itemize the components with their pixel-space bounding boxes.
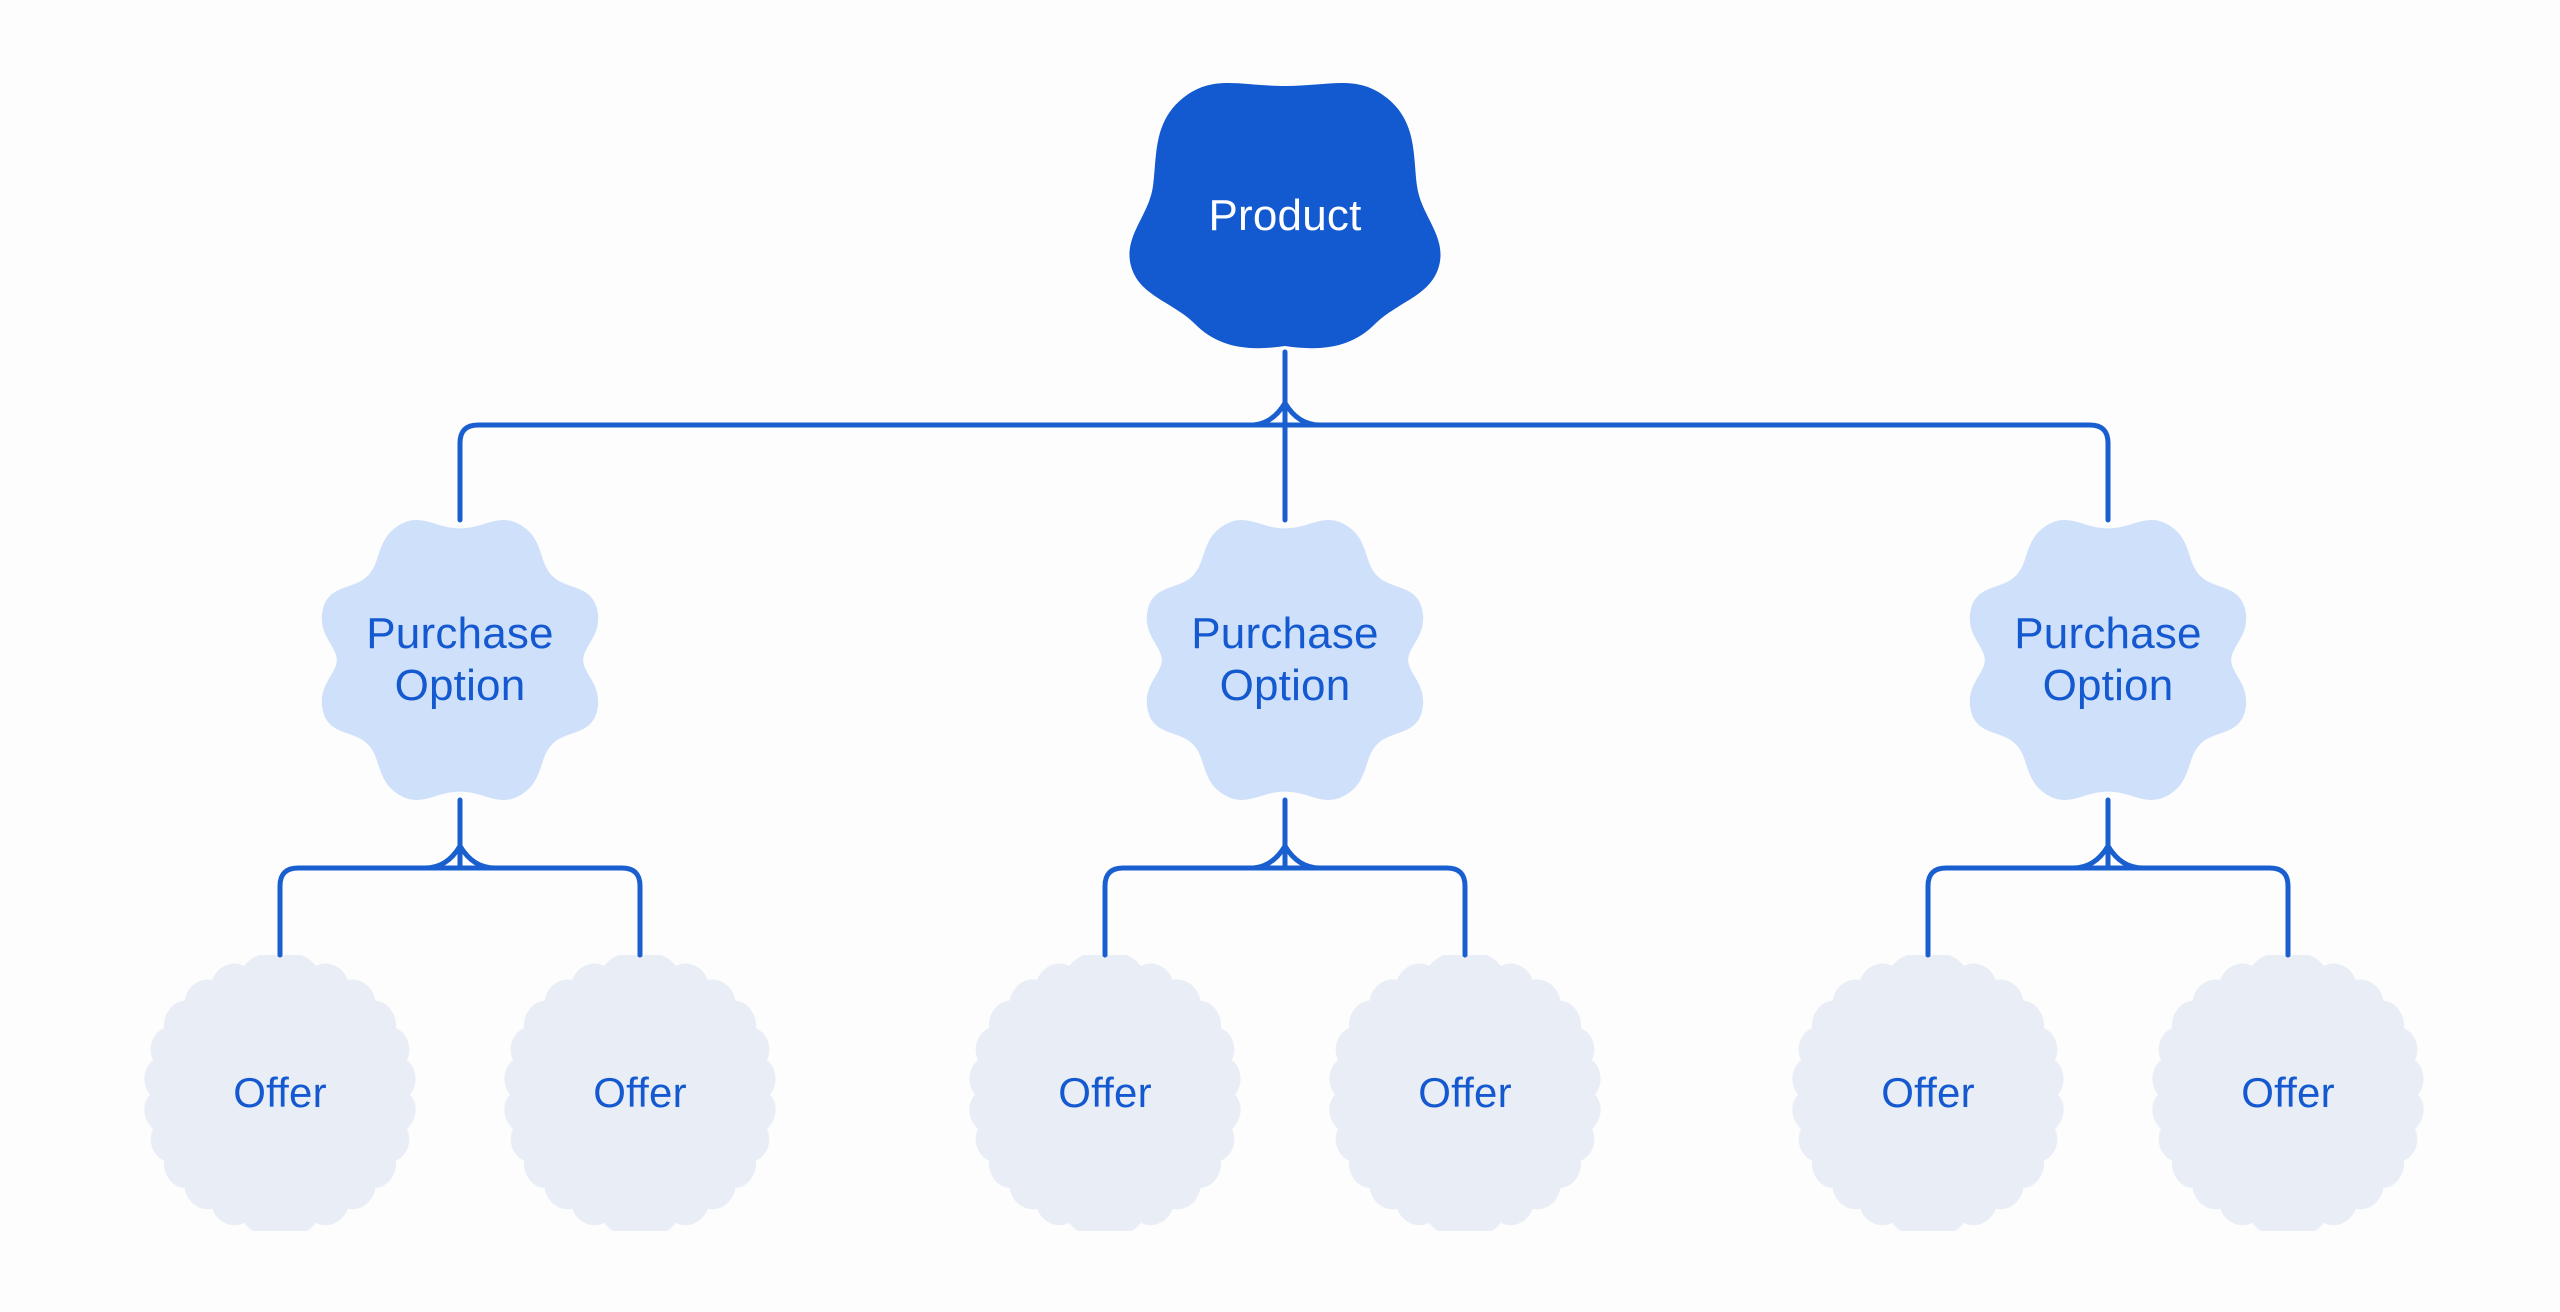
node-purchase-option-3-label: Purchase Option <box>2014 609 2202 710</box>
node-purchase-option-3[interactable]: Purchase Option <box>1968 520 2248 800</box>
node-purchase-option-1[interactable]: Purchase Option <box>320 520 600 800</box>
node-purchase-option-1-label: Purchase Option <box>366 609 554 710</box>
edge-option1-fillet-left <box>422 843 463 871</box>
node-offer-2-label: Offer <box>593 1069 687 1117</box>
offer-blob-shape <box>1792 955 2064 1231</box>
node-offer-4-label: Offer <box>1418 1069 1512 1117</box>
edge-option3-bracket <box>1925 865 2291 963</box>
edge-option1-bracket <box>277 865 643 963</box>
node-offer-4[interactable]: Offer <box>1327 955 1603 1231</box>
edge-option1-fillet-right <box>457 843 498 871</box>
purchase-option-blob-shape <box>321 520 599 800</box>
node-purchase-option-2[interactable]: Purchase Option <box>1145 520 1425 800</box>
purchase-option-blob-shape <box>1969 520 2247 800</box>
offer-blob-shape <box>1329 955 1601 1231</box>
node-offer-5[interactable]: Offer <box>1790 955 2066 1231</box>
offer-blob-shape <box>504 955 776 1231</box>
node-offer-1[interactable]: Offer <box>142 955 418 1231</box>
node-offer-1-label: Offer <box>233 1069 327 1117</box>
edge-option3-fillet-right <box>2105 843 2146 871</box>
edge-junction-fillet-right <box>1282 400 1323 428</box>
edge-option2-fillet-right <box>1282 843 1323 871</box>
product-blob-shape <box>1129 83 1441 349</box>
node-offer-3[interactable]: Offer <box>967 955 1243 1231</box>
node-offer-2[interactable]: Offer <box>502 955 778 1231</box>
node-purchase-option-2-label: Purchase Option <box>1191 609 1379 710</box>
node-offer-6[interactable]: Offer <box>2150 955 2426 1231</box>
node-product-label: Product <box>1208 191 1362 241</box>
purchase-option-blob-shape <box>1146 520 1424 800</box>
edge-option2-fillet-left <box>1247 843 1288 871</box>
offer-blob-shape <box>969 955 1241 1231</box>
edge-option3-fillet-left <box>2070 843 2111 871</box>
edge-junction-fillet-left <box>1247 400 1288 428</box>
offer-blob-shape <box>144 955 416 1231</box>
node-offer-5-label: Offer <box>1881 1069 1975 1117</box>
edge-option2-bracket <box>1102 865 1468 963</box>
node-product[interactable]: Product <box>1125 80 1445 352</box>
node-offer-6-label: Offer <box>2241 1069 2335 1117</box>
offer-blob-shape <box>2152 955 2424 1231</box>
node-offer-3-label: Offer <box>1058 1069 1152 1117</box>
